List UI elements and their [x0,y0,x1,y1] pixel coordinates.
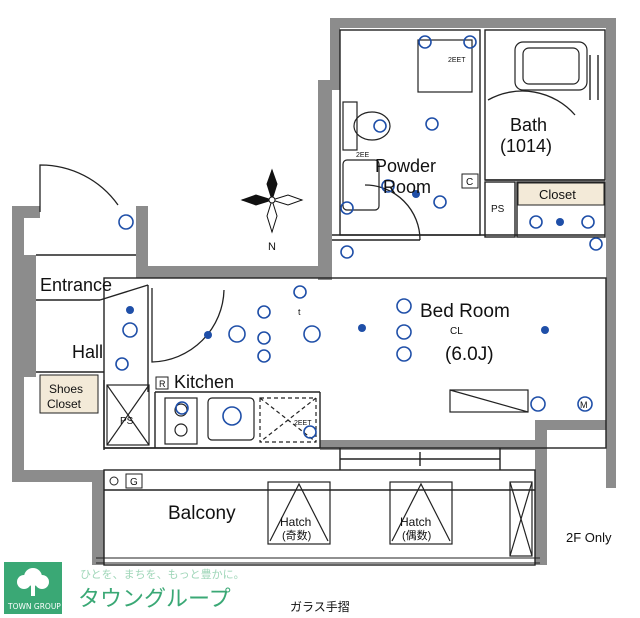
ps-left-label: PS [120,416,134,427]
ceiling-light-mark: CL [450,326,463,337]
logo-caption: TOWN GROUP [7,602,61,611]
glass-railing [96,557,540,564]
hatch-even-sub: (偶数) [402,529,431,542]
refrigerator-mark-box [155,376,169,390]
fixtures [106,39,588,557]
electrical-symbols [115,35,603,439]
g-mark-box [125,473,143,489]
tree-icon [17,568,49,596]
powder-room-label-1: Powder [375,156,436,176]
entrance-label: Entrance [40,275,112,295]
town-group-logo: TOWN GROUP [4,562,62,614]
hatch-odd-sub: (奇数) [282,529,311,542]
eet-mark-3: 2EET [294,420,312,427]
brand-slogan: ひとを、まちを、もっと豊かに。 [80,568,245,581]
gas-valve-mark [109,476,119,486]
eet-mark-1: 2EET [448,57,466,64]
m-mark: M [580,400,588,410]
t-mark: t [298,307,301,317]
hatch-odd-title: Hatch [280,515,311,529]
floor-note: 2F Only [566,530,612,545]
bed-room-label: Bed Room [420,301,510,322]
g-mark: G [130,477,138,488]
bath-size: (1014) [500,136,552,156]
refrigerator-mark: R [159,379,166,389]
bed-room-size: (6.0J) [445,344,494,365]
hatch-even-title: Hatch [400,515,431,529]
doors [39,90,576,363]
shoes-closet-label-2: Closet [47,397,82,411]
hall-label: Hall [72,342,103,362]
north-label: N [268,241,276,253]
balcony-label: Balcony [168,503,236,524]
brand-name: タウングループ [78,587,231,612]
walls [12,18,616,565]
closet-label: Closet [539,187,576,202]
north-compass [240,168,304,234]
shoes-closet [39,374,99,414]
powder-room-label-2: Room [383,177,431,197]
kitchen-label: Kitchen [174,372,234,392]
c-mark: C [466,177,473,188]
shoes-closet-label-1: Shoes [49,382,83,396]
closet-box [517,182,605,206]
ps-right-label: PS [491,204,505,215]
eet-mark-2: 2EE [356,152,370,159]
bath-label: Bath [510,115,547,135]
partitions [36,29,607,566]
railing-note: ガラス手摺 [290,599,350,614]
c-mark-box [461,173,479,189]
